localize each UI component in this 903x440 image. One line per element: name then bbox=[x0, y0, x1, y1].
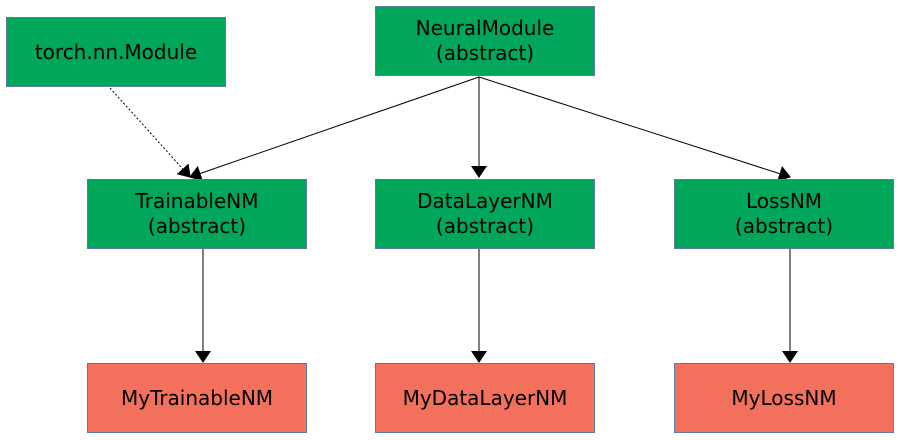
node-label: LossNM bbox=[745, 189, 823, 213]
node-datalayer-nm: DataLayerNM (abstract) bbox=[375, 179, 595, 249]
node-my-trainable-nm: MyTrainableNM bbox=[87, 363, 307, 433]
node-label: MyDataLayerNM bbox=[402, 385, 568, 410]
node-trainable-nm: TrainableNM (abstract) bbox=[87, 179, 307, 249]
node-label: NeuralModule bbox=[415, 16, 555, 40]
node-label: DataLayerNM bbox=[417, 189, 553, 213]
node-my-loss-nm: MyLossNM bbox=[674, 363, 894, 433]
node-label: MyLossNM bbox=[731, 385, 837, 410]
node-sublabel: (abstract) bbox=[435, 214, 535, 238]
edge-neuralmodule-to-lossnm bbox=[478, 76, 791, 182]
node-label: torch.nn.Module bbox=[34, 39, 198, 64]
node-sublabel: (abstract) bbox=[734, 214, 834, 238]
node-label: MyTrainableNM bbox=[120, 385, 274, 410]
node-neural-module: NeuralModule (abstract) bbox=[375, 6, 595, 76]
edge-neuralmodule-to-trainablenm bbox=[189, 76, 480, 181]
node-sublabel: (abstract) bbox=[435, 41, 535, 65]
node-torch-nn-module: torch.nn.Module bbox=[6, 17, 226, 87]
node-my-datalayer-nm: MyDataLayerNM bbox=[375, 363, 595, 433]
node-label: TrainableNM bbox=[135, 189, 259, 213]
node-loss-nm: LossNM (abstract) bbox=[674, 179, 894, 249]
edge-torchmodule-to-trainablenm bbox=[109, 87, 191, 178]
node-sublabel: (abstract) bbox=[147, 214, 247, 238]
